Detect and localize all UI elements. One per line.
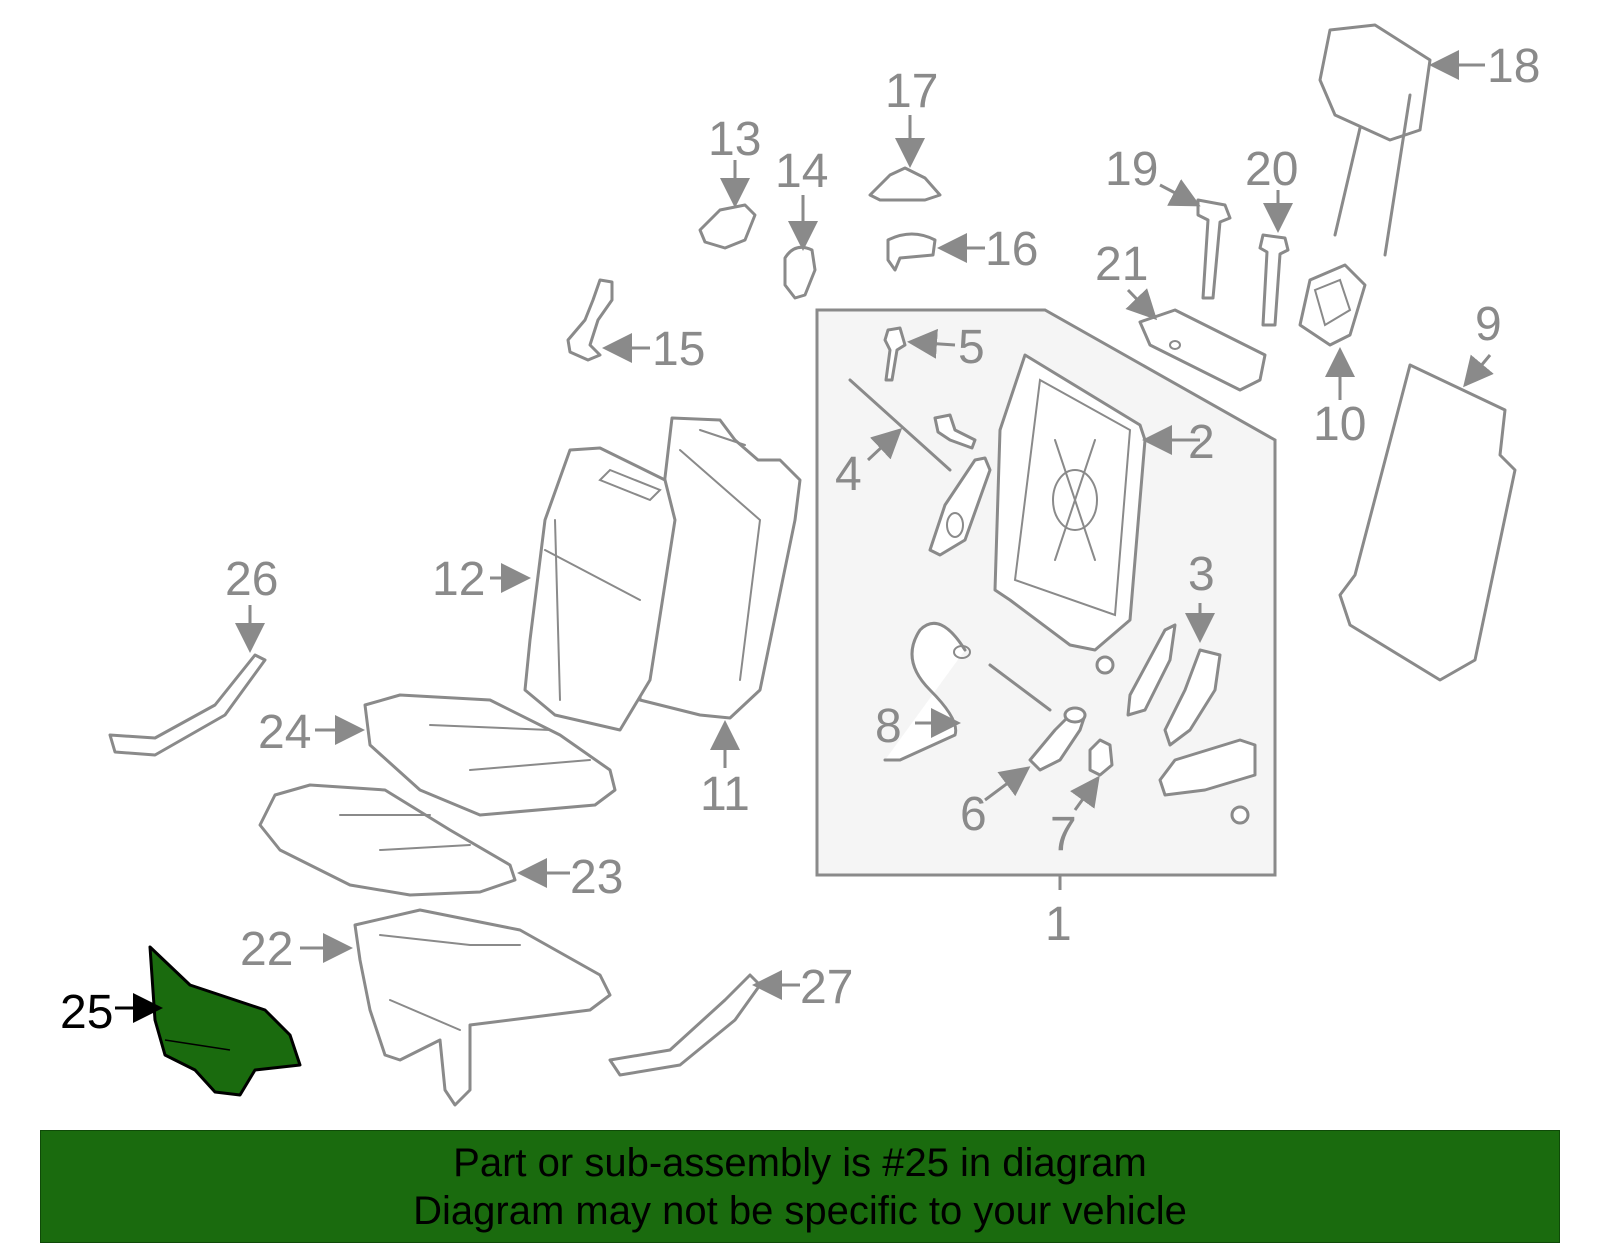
callout-4: 4 <box>835 448 862 501</box>
part-26-trim[interactable] <box>108 653 267 757</box>
part-20-guide[interactable] <box>1258 233 1290 327</box>
callout-7: 7 <box>1050 808 1077 861</box>
callout-11: 11 <box>700 768 750 821</box>
part-17-cap[interactable] <box>868 166 942 202</box>
part-22-cushion-frame[interactable] <box>353 908 612 1107</box>
callout-1: 1 <box>1045 898 1072 951</box>
callout-14: 14 <box>775 145 828 198</box>
callout-8: 8 <box>875 700 902 753</box>
callout-9: 9 <box>1475 298 1502 351</box>
part-18-headrest[interactable] <box>1318 23 1432 257</box>
part-10-headrest-guide[interactable] <box>1298 263 1367 347</box>
long-bolt[interactable] <box>988 663 1052 712</box>
callout-18: 18 <box>1487 40 1540 93</box>
leader-lines <box>115 50 1494 1023</box>
part-9-back-panel[interactable] <box>1338 363 1517 682</box>
callout-16: 16 <box>985 223 1038 276</box>
part-14-clip[interactable] <box>783 245 817 300</box>
callout-3: 3 <box>1188 548 1215 601</box>
part-7-clip[interactable] <box>1088 738 1114 777</box>
callout-21: 21 <box>1095 238 1148 291</box>
part-15-bracket[interactable] <box>566 278 614 362</box>
callout-10: 10 <box>1313 398 1366 451</box>
bolt-a[interactable] <box>933 413 977 450</box>
callout-23: 23 <box>570 851 623 904</box>
callout-19: 19 <box>1105 143 1158 196</box>
callout-22: 22 <box>240 923 293 976</box>
info-banner: Part or sub-assembly is #25 in diagram D… <box>40 1130 1560 1243</box>
part-5-pin[interactable] <box>883 326 907 382</box>
part-6-latch[interactable] <box>1028 706 1087 772</box>
callout-5: 5 <box>958 321 985 374</box>
part-12-back-cover[interactable] <box>523 446 677 732</box>
part-23-cushion-pad[interactable] <box>258 783 517 897</box>
part-3-recliner[interactable] <box>1126 623 1257 825</box>
part-24-cushion-cover[interactable] <box>363 693 617 817</box>
part-21-cover[interactable] <box>1138 308 1267 392</box>
part-16-cap[interactable] <box>886 232 937 272</box>
part-13-clip[interactable] <box>698 203 757 250</box>
part-25-highlighted[interactable] <box>148 945 302 1097</box>
callout-17: 17 <box>885 65 938 118</box>
banner-line-2: Diagram may not be specific to your vehi… <box>413 1188 1187 1233</box>
callout-15: 15 <box>652 323 705 376</box>
bracket-a[interactable] <box>928 456 992 557</box>
callout-6: 6 <box>960 788 987 841</box>
callout-25: 25 <box>60 986 113 1039</box>
small-bolt[interactable] <box>1095 655 1115 675</box>
banner-line-1: Part or sub-assembly is #25 in diagram <box>453 1140 1147 1185</box>
part-19-guide[interactable] <box>1196 198 1232 300</box>
callout-12: 12 <box>432 553 485 606</box>
callout-26: 26 <box>225 553 278 606</box>
callout-24: 24 <box>258 706 311 759</box>
cable-end <box>953 645 971 659</box>
callout-27: 27 <box>800 961 853 1014</box>
callout-2: 2 <box>1188 416 1215 469</box>
callout-13: 13 <box>708 113 761 166</box>
part-27-trim[interactable] <box>608 973 762 1077</box>
callout-20: 20 <box>1245 143 1298 196</box>
part-4-rod[interactable] <box>848 378 952 472</box>
